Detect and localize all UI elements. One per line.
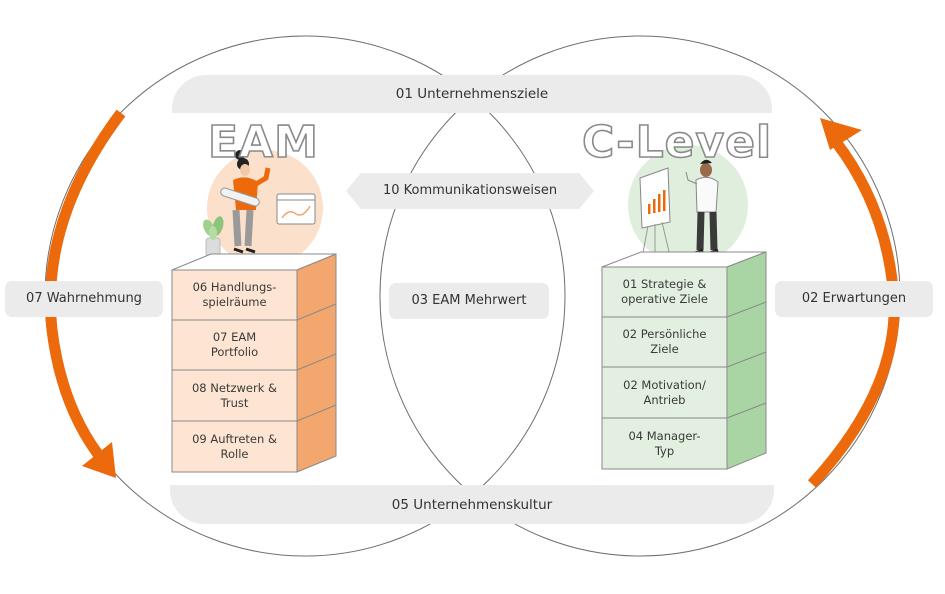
eam-title: EAM <box>207 116 319 169</box>
clevel-stack-line: 01 Strategie & <box>622 277 707 291</box>
chart-window-illustration <box>276 193 316 225</box>
eam-stack-item: 08 Netzwerk &Trust <box>172 370 297 421</box>
center-hexagon-label: 10 Kommunikationsweisen <box>346 173 594 209</box>
eam-stack-line: spielräume <box>202 295 267 309</box>
clevel-stack-line: 02 Persönliche <box>622 327 707 341</box>
eam-box-side <box>296 253 337 473</box>
eam-box-front <box>171 269 298 473</box>
clevel-stack-item: 01 Strategie &operative Ziele <box>602 267 727 317</box>
eam-stack-line: 06 Handlungs- <box>192 280 277 294</box>
plant-illustration <box>203 216 224 257</box>
eam-stack-line: Rolle <box>220 446 249 461</box>
eam-stack-item: 06 Handlungs-spielräume <box>172 270 297 320</box>
clevel-stack-line: Antrieb <box>643 392 686 407</box>
eam-person-illustration <box>220 150 271 254</box>
clevel-stack-item: 02 Motivation/Antrieb <box>602 367 727 418</box>
clevel-title: C-Level <box>581 116 773 169</box>
eam-stack-item: 09 Auftreten &Rolle <box>172 421 297 472</box>
bottom-band-label: 05 Unternehmenskultur <box>170 485 774 524</box>
clevel-box-side <box>726 251 767 470</box>
clevel-stack-item: 04 Manager-Typ <box>602 418 727 469</box>
clevel-person-illustration <box>685 159 719 255</box>
clevel-stack-line: Typ <box>654 443 675 458</box>
eam-stack-line: 09 Auftreten & <box>192 431 277 446</box>
clevel-box-front <box>601 266 728 470</box>
top-band-label: 01 Unternehmensziele <box>172 75 772 113</box>
eam-stack-line: Trust <box>220 395 249 410</box>
clevel-stack-line: 04 Manager- <box>628 428 701 443</box>
clevel-stack-line: 02 Motivation/ <box>623 377 706 392</box>
eam-stack-line: 07 EAM <box>212 330 257 344</box>
right-arrow-label: 02 Erwartungen <box>775 281 933 317</box>
clevel-stack-line: operative Ziele <box>621 292 708 306</box>
center-label: 03 EAM Mehrwert <box>389 283 549 319</box>
eam-stack-line: Portfolio <box>210 345 259 359</box>
left-cycle-arrow <box>44 109 126 478</box>
flipchart-illustration <box>639 167 671 259</box>
clevel-stack-line: Ziele <box>650 342 679 356</box>
eam-stack-line: 08 Netzwerk & <box>191 380 277 395</box>
left-arrow-label: 07 Wahrnehmung <box>5 281 163 317</box>
